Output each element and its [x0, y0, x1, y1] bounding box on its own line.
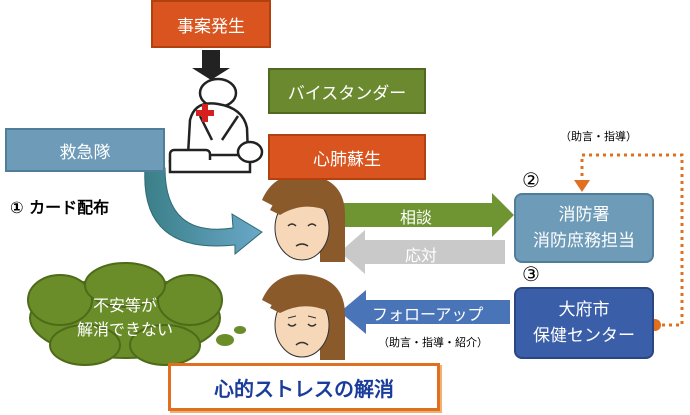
worried-person-icon — [262, 174, 345, 262]
followup-arrow — [340, 290, 510, 334]
advice-top-label: （助言・指導） — [560, 130, 637, 143]
cpr-figure-icon — [168, 77, 264, 174]
advice-dotted-line — [580, 153, 684, 327]
ambulance-box: 救急隊 — [5, 128, 165, 172]
obu-city-box: 大府市 保健センター — [514, 287, 654, 359]
advice-bottom-label: （助言・指導・紹介） — [378, 336, 488, 349]
obu-city-line1: 大府市 — [558, 300, 610, 320]
step-3-number: ③ — [522, 262, 540, 286]
step-2-number: ② — [522, 168, 540, 192]
response-label: 応対 — [405, 246, 438, 265]
thought-text: 不安等が 解消できない — [45, 290, 205, 346]
sad-person-icon — [262, 274, 345, 360]
advice-arrow-head — [574, 180, 590, 192]
thought-line1: 不安等が — [92, 296, 157, 315]
followup-label: フォローアップ — [372, 305, 484, 324]
thought-cloud — [27, 262, 223, 366]
result-box: 心的ストレスの解消 — [168, 363, 440, 411]
thought-line2: 解消できない — [76, 320, 173, 339]
consult-arrow — [340, 193, 514, 237]
incident-box: 事案発生 — [151, 0, 271, 48]
card-distribution-label: ① カード配布 — [10, 198, 110, 217]
consult-label: 相談 — [400, 208, 433, 227]
fire-office-line1: 消防署 — [558, 205, 610, 225]
incident-down-arrow — [192, 50, 230, 80]
card-curve-arrow — [144, 167, 263, 256]
bystander-box: バイスタンダー — [268, 68, 426, 114]
thought-bubbles — [216, 326, 246, 346]
red-cross-icon — [196, 104, 214, 122]
fire-office-line2: 消防庶務担当 — [533, 231, 635, 251]
cpr-box: 心肺蘇生 — [268, 134, 426, 180]
obu-city-line2: 保健センター — [533, 326, 635, 346]
response-arrow — [340, 230, 505, 274]
fire-office-box: 消防署 消防庶務担当 — [514, 193, 654, 263]
